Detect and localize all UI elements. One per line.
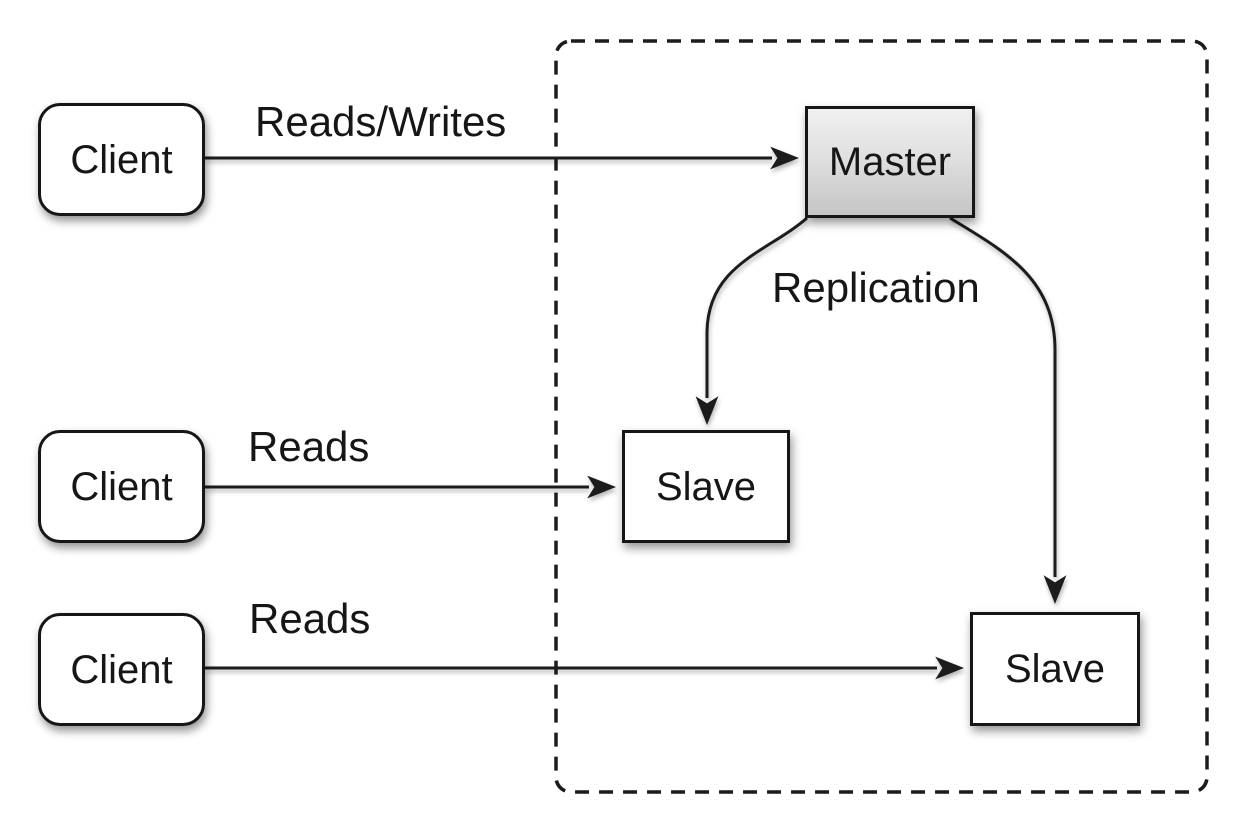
- edge-label-reads-middle: Reads: [248, 423, 370, 470]
- node-client-top: Client: [38, 103, 205, 216]
- node-master-label: Master: [828, 140, 952, 184]
- node-slave-lower: Slave: [970, 612, 1140, 726]
- edge-label-reads-bottom: Reads: [249, 595, 371, 642]
- edge-label-reads-writes: Reads/Writes: [255, 98, 507, 145]
- node-client-bottom-label: Client: [70, 647, 173, 692]
- node-client-middle: Client: [38, 430, 205, 543]
- node-client-middle-label: Client: [70, 464, 173, 509]
- node-master: Master: [805, 106, 975, 218]
- node-client-bottom: Client: [38, 613, 205, 726]
- edge-label-replication: Replication: [772, 264, 980, 311]
- node-slave-lower-label: Slave: [1004, 647, 1106, 691]
- node-slave-upper: Slave: [622, 430, 790, 543]
- edge-master-to-slave-upper: [695, 216, 808, 425]
- node-slave-upper-label: Slave: [655, 464, 757, 509]
- node-client-top-label: Client: [70, 137, 173, 182]
- edge-master-to-slave-lower: [949, 216, 1067, 604]
